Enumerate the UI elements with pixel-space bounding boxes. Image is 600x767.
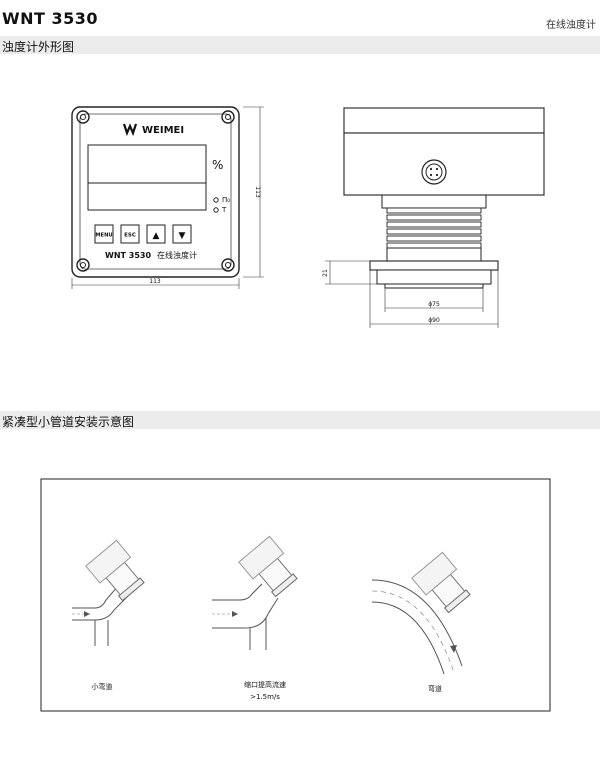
flange-neck xyxy=(386,247,482,262)
section-bar-install: 紧凑型小管道安装示意图 xyxy=(0,411,600,429)
page-header: WNT 3530 在线浊度计 xyxy=(0,0,600,34)
indicator-label-1: Π₀ xyxy=(222,196,230,204)
brand-text: WEIMEI xyxy=(142,125,184,136)
dimension-height: 113 xyxy=(254,186,261,198)
label-flow-speed: >1.5m/s xyxy=(250,693,280,701)
screw-icon xyxy=(76,110,90,124)
panel-name-label: 在线浊度计 xyxy=(157,250,197,260)
label-reducer: 缩口提高流速 xyxy=(244,680,286,689)
up-button[interactable] xyxy=(146,224,166,244)
weimei-logo-icon xyxy=(122,123,138,137)
side-view-drawing: 21 ϕ75 ϕ90 xyxy=(322,107,545,328)
panel-model-label: WNT 3530 xyxy=(105,251,151,260)
display-window xyxy=(87,144,207,211)
indicator-label-2: T xyxy=(221,206,227,214)
dimension-flange-height: 21 xyxy=(322,269,329,277)
esc-button[interactable] xyxy=(120,224,140,244)
up-arrow-icon: ▲ xyxy=(153,231,160,241)
menu-button-label: MENU xyxy=(95,233,112,239)
label-small-bend: 小弯道 xyxy=(92,682,113,691)
connector-icon xyxy=(421,159,447,185)
heat-sink-fins xyxy=(386,207,482,249)
label-bend: 弯道 xyxy=(428,684,442,693)
housing-body xyxy=(343,132,545,196)
model-title: WNT 3530 xyxy=(2,9,99,28)
section-title-dimensions: 浊度计外形图 xyxy=(2,40,75,54)
housing-neck xyxy=(381,195,487,209)
flange xyxy=(369,260,499,271)
install-frame xyxy=(40,478,551,712)
unit-label: % xyxy=(212,158,223,172)
product-name: 在线浊度计 xyxy=(546,20,596,31)
flange-bottom xyxy=(384,283,484,289)
screw-icon xyxy=(76,258,90,272)
indicator-led xyxy=(213,207,219,213)
dimension-inner-diameter: ϕ75 xyxy=(428,301,440,308)
flange-seat xyxy=(376,269,492,285)
install-diagram: 小弯道 缩口提高流速 >1.5m/s 弯道 xyxy=(40,478,551,712)
down-arrow-icon: ▼ xyxy=(179,231,186,241)
screw-icon xyxy=(221,110,235,124)
dimension-outer-diameter: ϕ90 xyxy=(428,317,440,324)
scenario-reducer xyxy=(212,535,298,650)
scenario-small-bend xyxy=(72,539,145,646)
section-bar-dimensions: 浊度计外形图 xyxy=(0,36,600,54)
panel-inner-frame xyxy=(79,113,232,270)
front-panel-drawing: WEIMEI % Π₀ T MENU ESC ▲ ▼ WNT 3530 在线浊度… xyxy=(71,106,264,289)
section-title-install: 紧凑型小管道安装示意图 xyxy=(2,415,135,429)
housing-top xyxy=(343,107,545,134)
screw-icon xyxy=(221,258,235,272)
down-button[interactable] xyxy=(172,224,192,244)
dimension-width: 113 xyxy=(149,278,161,285)
scenario-bend xyxy=(371,551,471,675)
esc-button-label: ESC xyxy=(124,233,136,239)
indicator-led xyxy=(213,197,219,203)
menu-button[interactable] xyxy=(94,224,114,244)
